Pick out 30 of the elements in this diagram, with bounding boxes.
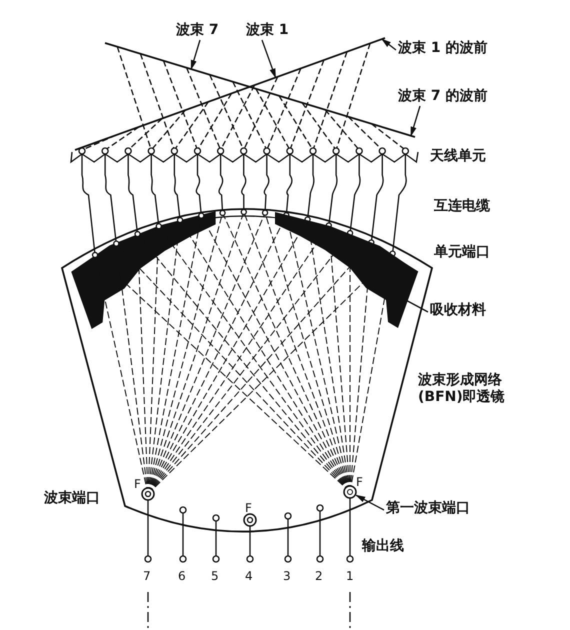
focus-mark: F xyxy=(245,500,252,517)
port-number: 3 xyxy=(283,568,291,585)
callout-label: 第一波束端口 xyxy=(386,500,470,517)
port-number: 6 xyxy=(178,568,186,585)
leader-line xyxy=(381,38,396,51)
port-number: 4 xyxy=(245,568,253,585)
port-number: 7 xyxy=(143,568,151,585)
port-number: 2 xyxy=(315,568,323,585)
callout-label: 吸收材料 xyxy=(430,302,486,319)
focus-mark: F xyxy=(134,476,141,493)
port-number: 1 xyxy=(346,568,354,585)
callout-label: 波束 1 xyxy=(246,22,289,39)
part-label: 输出线 xyxy=(362,538,404,555)
absorber-block xyxy=(275,212,418,328)
part-label: 波束端口 xyxy=(44,490,100,507)
part-label: 单元端口 xyxy=(434,244,490,261)
part-label: 天线单元 xyxy=(430,148,486,165)
leader-line xyxy=(410,106,421,137)
beam-port xyxy=(343,485,357,499)
part-label: 波束形成网络(BFN)即透镜 xyxy=(418,372,506,406)
wavefront-line xyxy=(74,37,386,151)
part-label: 互连电缆 xyxy=(434,198,490,215)
callout-label: 波束 7 的波前 xyxy=(398,88,488,105)
callout-label: 波束 1 的波前 xyxy=(398,40,488,57)
leader-line xyxy=(190,40,201,70)
focus-mark: F xyxy=(356,474,363,491)
callout-label: 波束 7 xyxy=(176,22,219,39)
leader-line xyxy=(355,494,384,511)
leader-line xyxy=(261,40,276,78)
port-number: 5 xyxy=(211,568,219,585)
